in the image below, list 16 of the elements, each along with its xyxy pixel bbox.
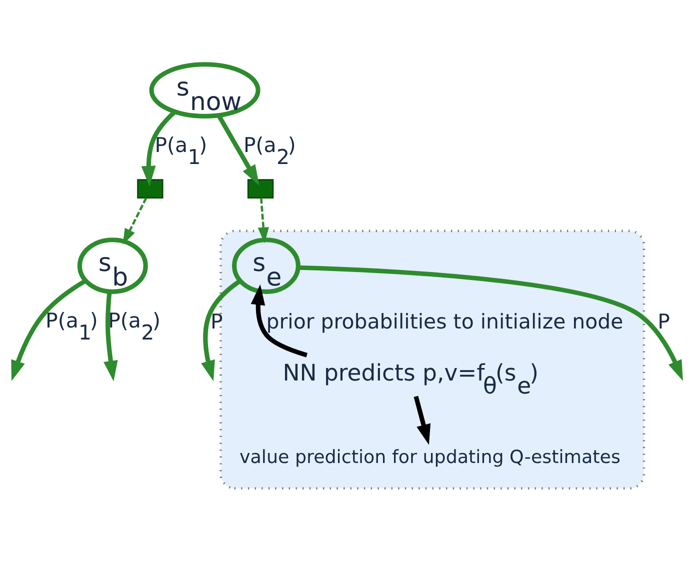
arrow bbox=[216, 114, 260, 186]
arrow bbox=[250, 284, 308, 358]
arrow bbox=[258, 198, 269, 244]
arrow bbox=[414, 396, 431, 445]
arrow bbox=[122, 197, 148, 245]
edge-label: P bbox=[210, 309, 223, 334]
node-box bbox=[137, 179, 164, 199]
arrow bbox=[141, 110, 176, 186]
arrow bbox=[201, 279, 242, 382]
node-text: value prediction for updating Q-estimates bbox=[239, 447, 620, 468]
arrow bbox=[104, 292, 118, 382]
node-box bbox=[247, 179, 274, 199]
edge-label: prior probabilities to initialize node bbox=[266, 309, 624, 334]
edge-label: P bbox=[658, 309, 670, 334]
arrow bbox=[11, 278, 87, 381]
arrow bbox=[298, 265, 683, 381]
